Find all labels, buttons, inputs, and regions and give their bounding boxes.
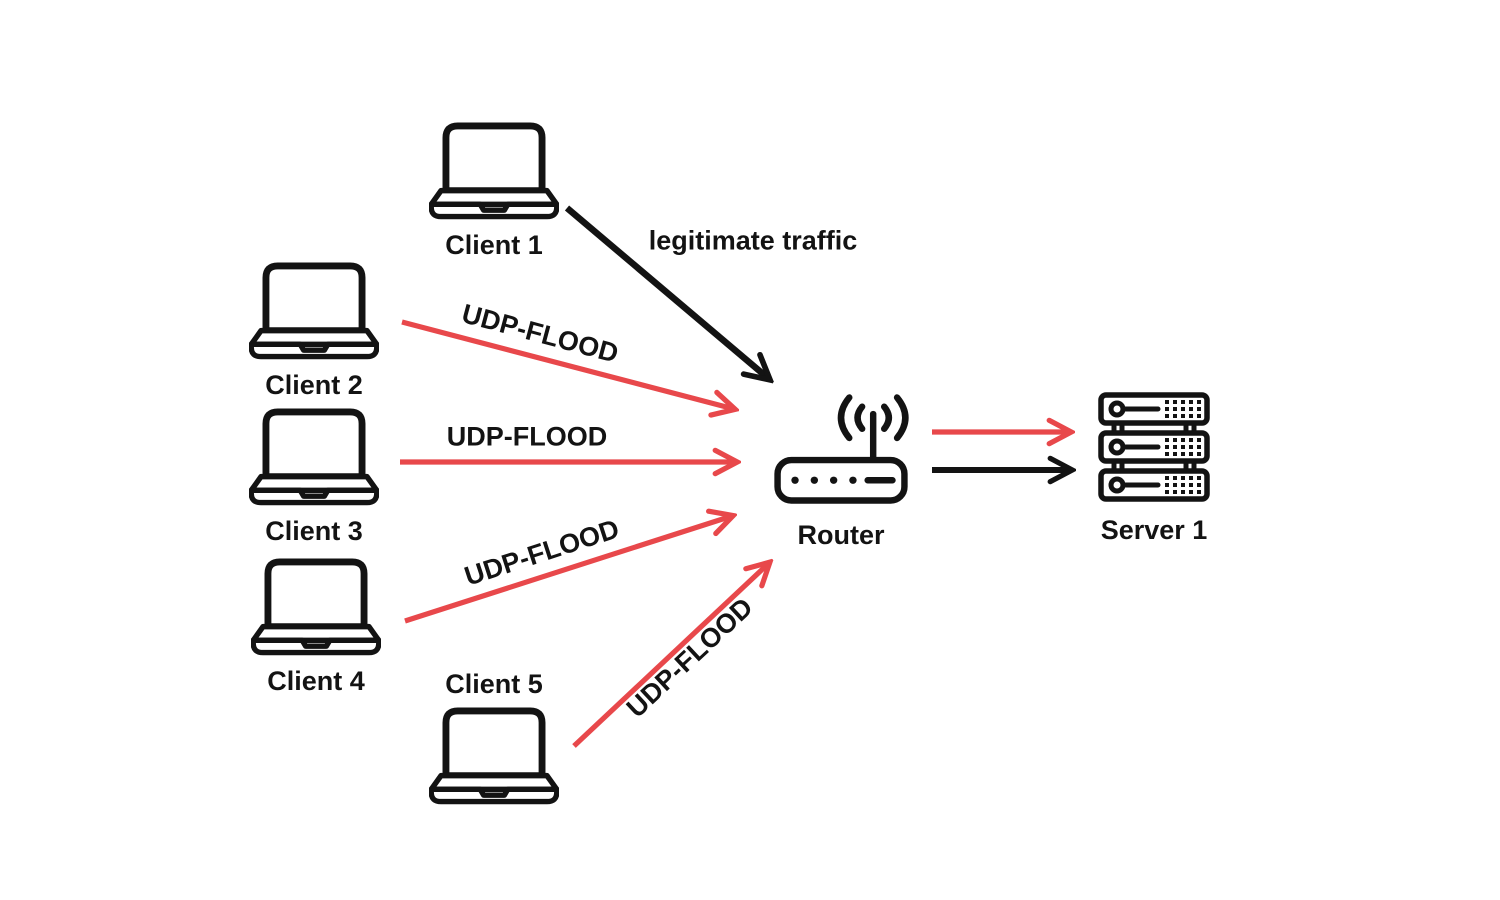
node-server1: Server 1	[1098, 392, 1210, 544]
laptop-icon	[429, 706, 559, 807]
arrow-client1-to-router	[564, 205, 769, 379]
node-client3: Client 3	[247, 407, 381, 545]
laptop-icon	[249, 261, 379, 362]
laptop-icon	[429, 121, 559, 222]
node-label-client4: Client 4	[267, 666, 365, 696]
node-client5: Client 5	[427, 671, 561, 807]
laptop-icon	[249, 407, 379, 508]
server-icon	[1098, 392, 1210, 502]
edge-label-legitimate-traffic: legitimate traffic	[648, 225, 858, 256]
node-label-client5: Client 5	[445, 669, 543, 699]
node-label-client1: Client 1	[445, 230, 543, 260]
router-icon	[771, 392, 911, 506]
node-label-client2: Client 2	[265, 370, 363, 400]
node-label-server1: Server 1	[1100, 515, 1208, 545]
node-router: Router	[771, 392, 911, 549]
arrow-client2-to-router	[401, 319, 734, 409]
arrow-client5-to-router	[572, 563, 769, 748]
node-label-router: Router	[797, 520, 885, 550]
node-client1: Client 1	[427, 121, 561, 259]
node-label-client3: Client 3	[265, 516, 363, 546]
node-client4: Client 4	[249, 557, 383, 695]
edge-label-udp-flood-client3: UDP-FLOOD	[446, 421, 608, 452]
arrow-client4-to-router	[404, 516, 732, 624]
node-client2: Client 2	[247, 261, 381, 399]
laptop-icon	[251, 557, 381, 658]
